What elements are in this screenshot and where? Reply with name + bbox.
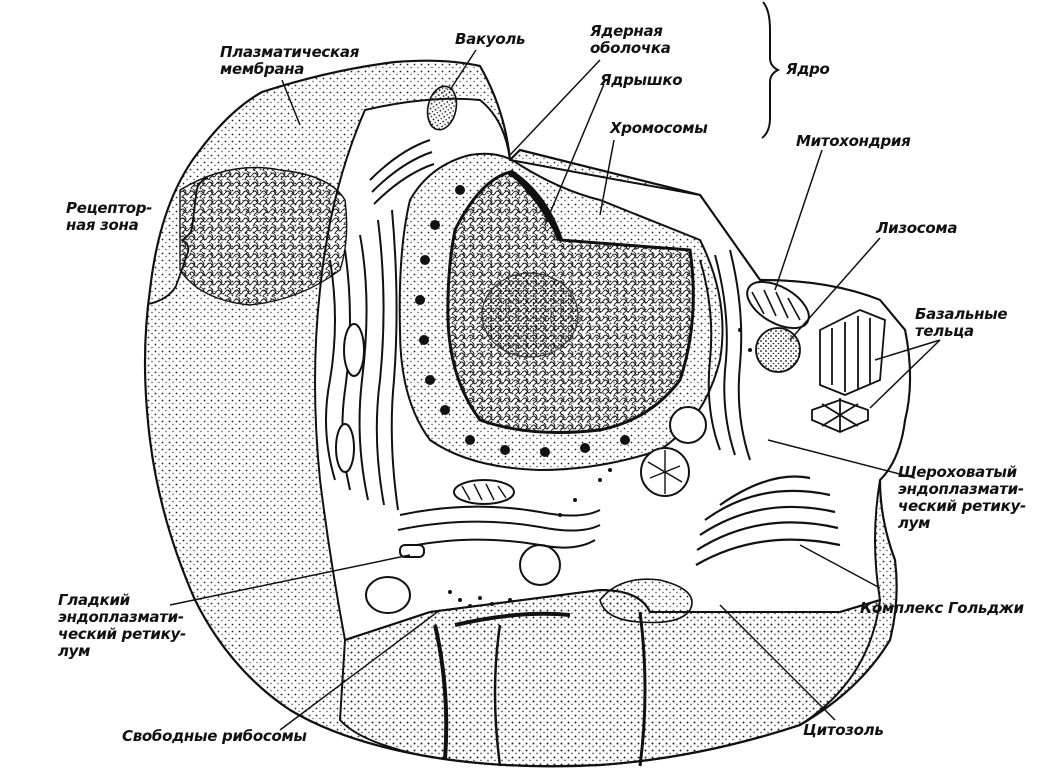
label-receptor-zone: Рецептор- ная зона — [66, 199, 153, 234]
receptor-zone-texture — [179, 166, 348, 306]
nucleus-cut-edge — [508, 169, 563, 241]
basal-bodies-shape — [811, 309, 886, 433]
nucleus-bracket — [761, 1, 781, 139]
vacuole-shape — [426, 85, 458, 131]
cytosol-blob — [599, 578, 693, 624]
smooth-er-shape — [397, 505, 601, 558]
label-lysosome: Лизосома — [876, 219, 958, 237]
label-vacuole: Вакуоль — [455, 30, 526, 48]
leader-lines — [169, 49, 941, 731]
label-nucleolus: Ядрышко — [600, 71, 683, 89]
slab-groove — [454, 611, 571, 627]
label-free-ribosomes: Свободные рибосомы — [122, 727, 307, 745]
receptor-bracket — [147, 177, 209, 305]
front-slab — [338, 588, 882, 768]
nucleolus-shape — [481, 272, 579, 358]
label-smooth-er: Гладкий эндоплазмати- ческий ретику- лум — [58, 591, 186, 660]
golgi-top — [369, 139, 435, 205]
label-basal-bodies: Базальные тельца — [915, 305, 1008, 340]
rough-er-shape — [699, 249, 751, 461]
label-nucleus: Ядро — [786, 60, 830, 78]
label-nuclear-envelope: Ядерная оболочка — [590, 22, 671, 57]
nuclear-pores — [415, 185, 630, 457]
ribosome-dots — [448, 328, 752, 608]
slab-divider-2 — [638, 611, 647, 767]
slab-divider-3 — [493, 624, 502, 767]
label-plasma-membrane: Плазматическая мембрана — [220, 43, 360, 78]
golgi-complex-shape — [695, 475, 841, 566]
slab-divider-1 — [433, 624, 449, 761]
label-chromosomes: Хромосомы — [610, 119, 708, 137]
mitochondria — [335, 280, 810, 614]
label-cytosol: Цитозоль — [803, 721, 884, 739]
label-mitochondrion: Митохондрия — [796, 132, 911, 150]
label-golgi: Комплекс Гольджи — [860, 599, 1024, 617]
label-rough-er: Шероховатый эндоплазмати- ческий ретику-… — [898, 463, 1026, 532]
lysosome-shape — [755, 327, 801, 373]
